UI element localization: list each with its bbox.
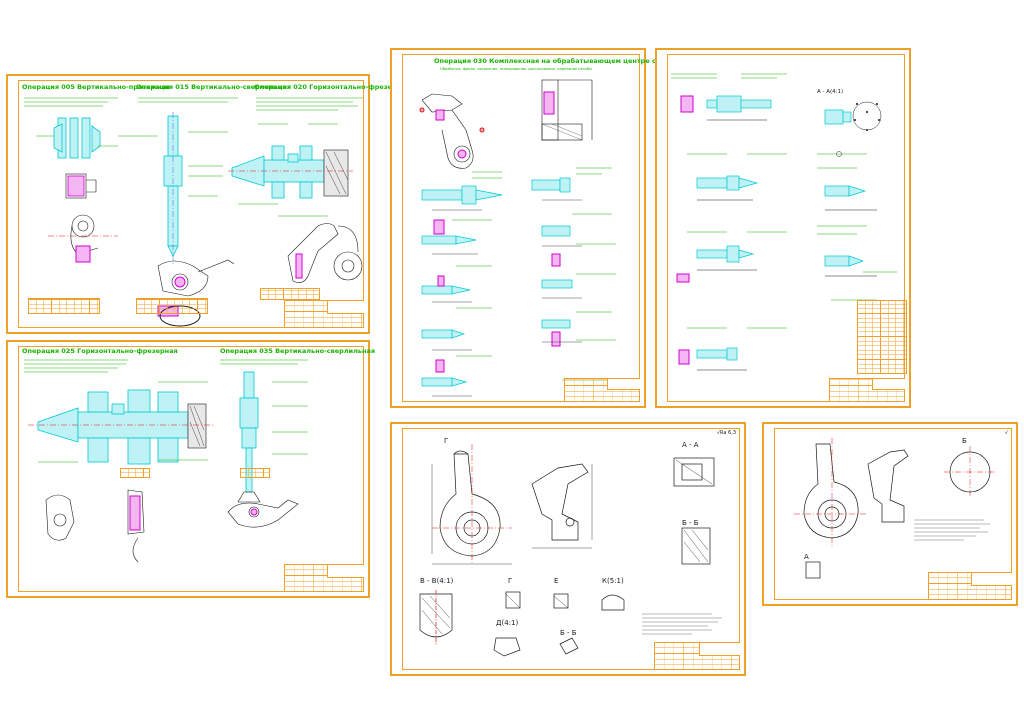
tolerance-table [240,468,270,478]
roughness-mark: √Ra 6,3 [716,430,736,436]
view-label-k: К(5:1) [602,577,624,585]
view-label-e: Е [554,577,559,585]
view-label-a: А [804,553,809,561]
view-label-d: Д(4:1) [496,619,519,627]
sheet3-drawing [419,79,616,397]
sheet2-drawing [24,359,308,563]
section-label-b-b: Б - Б [682,519,699,527]
sheet-operations-005-015-020: Операция 005 Вертикально-протяжная Опера… [6,74,410,334]
sheet-cnc-tools: А - А(4:1) [655,48,911,408]
tolerance-table [136,298,208,314]
sheet-inner-frame [18,346,364,592]
tool-table [857,300,907,374]
sheet-part-drawing: √Ra 6,3 Г А - А Б - Б В - В(4:1) Г Е К(5… [390,422,746,676]
section-a-a-label: А - А(4:1) [817,89,844,95]
sheet-inner-frame [774,428,1012,600]
sheet-inner-frame [402,428,740,670]
view-label-g: Г [444,437,449,445]
title-block [654,642,740,670]
title-block [564,378,640,402]
title-block [829,378,905,402]
title-block [928,572,1012,600]
sheet6-drawing [794,438,996,579]
sheet-operation-030-cnc: Операция 030 Комплексная на обрабатывающ… [390,48,674,408]
sheet-blank-drawing: √ Б А [762,422,1018,606]
sheet-inner-frame [402,54,640,402]
op-005-title: Операция 005 Вертикально-протяжная [22,83,170,91]
op-020-title: Операция 020 Горизонтально-фрезерная [254,83,410,91]
tolerance-table [28,298,100,314]
section-label-b-b2: Б - Б [560,629,577,637]
op-035-title: Операция 035 Вертикально-сверлильная [220,347,376,355]
roughness-mark: √ [1004,430,1008,436]
section-label-v-v: В - В(4:1) [420,577,454,585]
op-015-title: Операция 015 Вертикально-сверлильная [136,83,292,91]
tolerance-table [120,468,150,478]
title-block [284,564,364,592]
sheet1-drawing [24,97,363,327]
sheet-operations-025-035: Операция 025 Горизонтально-фрезерная Опе… [6,340,375,598]
op-030-title: Операция 030 Комплексная на обрабатывающ… [434,57,674,65]
op-030-subtitle: Обработка, фрезы, сверление, зенкеровани… [440,67,592,71]
sheet-inner-frame [18,80,364,328]
sheet-inner-frame [667,54,905,402]
sheet4-drawing [671,73,897,371]
view-label-b: Б [962,437,967,445]
view-label-g2: Г [508,577,513,585]
section-label-a-a: А - А [682,441,699,449]
op-025-title: Операция 025 Горизонтально-фрезерная [22,347,178,355]
tolerance-table [260,288,320,300]
title-block [284,300,364,328]
sheet5-drawing [419,444,722,657]
